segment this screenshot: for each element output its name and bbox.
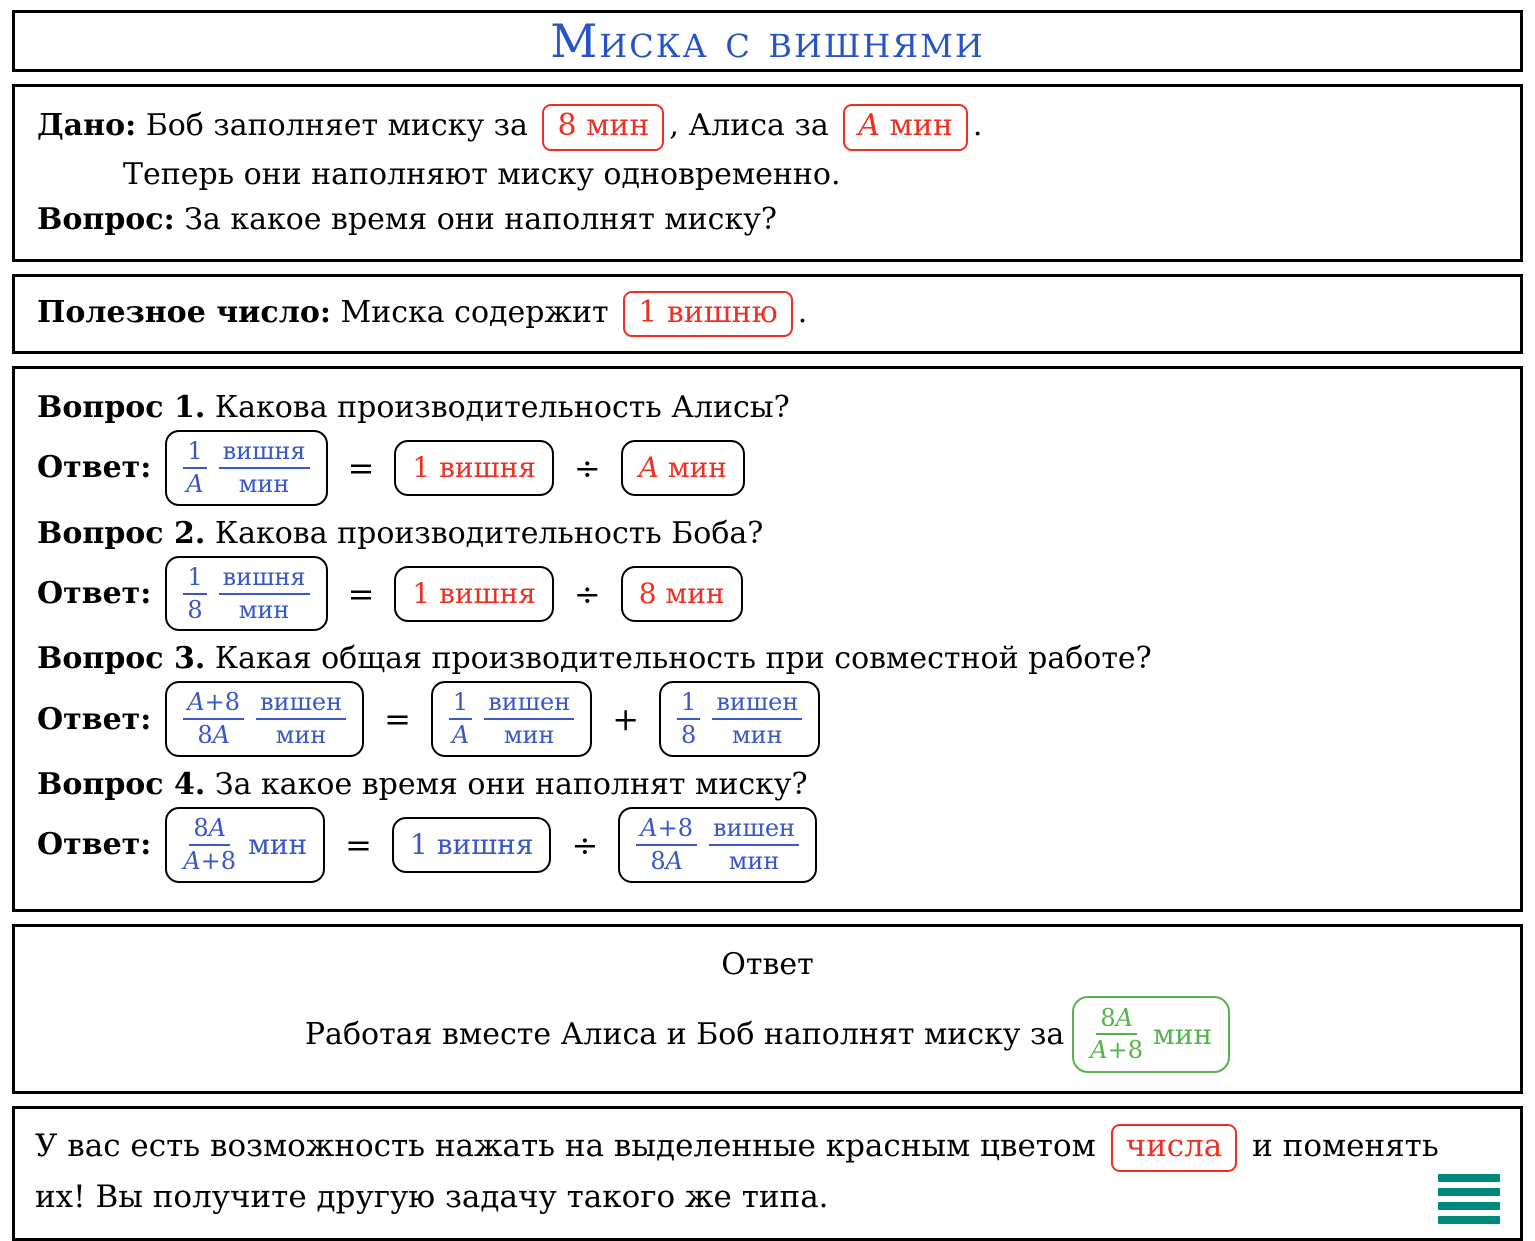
question-2: Вопрос 2. Какова производительность Боба… bbox=[37, 516, 1498, 551]
final-answer-chip: 8A A+8 мин bbox=[1072, 995, 1231, 1074]
question-1-text: Какова производительность Алисы? bbox=[214, 390, 790, 426]
q2-result-units: вишня мин bbox=[218, 563, 310, 625]
answer-3-label: Ответ: bbox=[37, 701, 152, 737]
given-panel: Дано: Боб заполняет миску за 8 мин, Алис… bbox=[12, 84, 1523, 262]
question-2-text: Какова производительность Боба? bbox=[214, 515, 764, 551]
useful-number-text: Миска содержит bbox=[340, 294, 609, 330]
help-line-1: У вас есть возможность нажать на выделен… bbox=[35, 1124, 1500, 1172]
answer-row-4: Ответ: 8A A+8 мин = 1 вишня ÷ A+8 8A виш… bbox=[37, 806, 1498, 883]
alice-minutes-chip[interactable]: A мин bbox=[843, 104, 968, 151]
menu-bar bbox=[1438, 1173, 1500, 1182]
q3-result-box: A+8 8A вишен мин bbox=[165, 681, 365, 757]
q2-dividend-value: 1 вишня bbox=[412, 577, 536, 611]
question-3-text: Какая общая производительность при совме… bbox=[214, 641, 1152, 677]
q4-divide-sign: ÷ bbox=[571, 825, 599, 864]
q3-result-fraction: A+8 8A bbox=[183, 688, 245, 750]
given-period: . bbox=[972, 108, 983, 143]
q4-result-box: 8A A+8 мин bbox=[165, 806, 326, 883]
help-panel: У вас есть возможность нажать на выделен… bbox=[12, 1106, 1523, 1241]
useful-number-line: Полезное число: Миска содержит 1 вишню. bbox=[37, 290, 1498, 338]
menu-bar bbox=[1438, 1201, 1500, 1210]
q4-divisor-fraction: A+8 8A bbox=[636, 814, 698, 876]
q4-result-fraction: 8A A+8 bbox=[183, 813, 237, 875]
q2-divisor-value: 8 мин bbox=[638, 577, 725, 611]
answer-4-label: Ответ: bbox=[37, 827, 152, 863]
page-title: Миска с вишнями bbox=[550, 14, 985, 68]
worksheet: Миска с вишнями Дано: Боб заполняет миск… bbox=[12, 10, 1523, 1241]
question-1: Вопрос 1. Какова производительность Алис… bbox=[37, 390, 1498, 425]
q4-divisor-units: вишен мин bbox=[709, 814, 800, 876]
answer-row-1: Ответ: 1 A вишня мин = 1 вишня ÷ A мин bbox=[37, 430, 1498, 506]
final-answer-panel: Ответ Работая вместе Алиса и Боб наполня… bbox=[12, 923, 1523, 1095]
questions-panel: Вопрос 1. Какова производительность Алис… bbox=[12, 366, 1523, 912]
given-question-label: Вопрос: bbox=[37, 202, 175, 238]
q2-dividend-box: 1 вишня bbox=[394, 565, 554, 622]
help-line-2: их! Вы получите другую задачу такого же … bbox=[35, 1178, 829, 1215]
bob-minutes-chip[interactable]: 8 мин bbox=[542, 104, 665, 151]
q2-result-box: 1 8 вишня мин bbox=[165, 555, 328, 632]
q3-term1-box: 1 A вишен мин bbox=[430, 681, 593, 757]
q2-divide-sign: ÷ bbox=[573, 574, 601, 613]
q4-dividend-value: 1 вишня bbox=[409, 828, 534, 862]
q4-equals-sign: = bbox=[345, 825, 372, 864]
q2-equals-sign: = bbox=[347, 574, 375, 613]
given-question-line: Вопрос: За какое время они наполнят миск… bbox=[37, 199, 1498, 242]
given-line-2: Теперь они наполняют миску одновременно. bbox=[123, 156, 841, 192]
final-answer-unit: мин bbox=[1153, 1017, 1213, 1051]
numbers-chip: числа bbox=[1110, 1124, 1238, 1172]
answer-1-label: Ответ: bbox=[37, 450, 152, 486]
q3-equals-sign: = bbox=[384, 700, 411, 739]
answer-2-label: Ответ: bbox=[37, 576, 152, 612]
final-answer-fraction: 8A A+8 bbox=[1090, 1003, 1144, 1065]
given-text-between: , Алиса за bbox=[669, 108, 829, 143]
q2-result-fraction: 1 8 bbox=[183, 563, 207, 625]
q1-equals-sign: = bbox=[347, 448, 375, 487]
question-4-label: Вопрос 4. bbox=[37, 766, 206, 802]
q3-plus-sign: + bbox=[612, 700, 640, 739]
q4-dividend-box: 1 вишня bbox=[391, 816, 552, 873]
q1-result-box: 1 A вишня мин bbox=[165, 430, 328, 506]
useful-number-label: Полезное число: bbox=[37, 294, 331, 330]
final-answer-header: Ответ bbox=[721, 946, 814, 982]
given-label: Дано: bbox=[37, 108, 137, 143]
help-text-1: У вас есть возможность нажать на выделен… bbox=[35, 1128, 1096, 1165]
q1-dividend-box: 1 вишня bbox=[394, 439, 554, 496]
answer-row-3: Ответ: A+8 8A вишен мин = 1 A вишен bbox=[37, 681, 1498, 757]
q3-term2-box: 1 8 вишен мин bbox=[659, 681, 821, 757]
question-3-label: Вопрос 3. bbox=[37, 641, 206, 677]
given-question-text: За какое время они наполнят миску? bbox=[184, 202, 777, 238]
question-2-label: Вопрос 2. bbox=[37, 515, 206, 551]
q4-divisor-box: A+8 8A вишен мин bbox=[618, 806, 818, 883]
q1-result-units: вишня мин bbox=[218, 437, 310, 499]
q3-term1-fraction: 1 A bbox=[448, 688, 473, 750]
menu-bar bbox=[1438, 1187, 1500, 1196]
given-text-before-bob: Боб заполняет миску за bbox=[145, 108, 528, 143]
given-line-1: Дано: Боб заполняет миску за 8 мин, Алис… bbox=[37, 104, 1498, 151]
q1-divisor-box: A мин bbox=[620, 439, 745, 496]
question-3: Вопрос 3. Какая общая производительность… bbox=[37, 641, 1498, 676]
q3-result-units: вишен мин bbox=[256, 688, 347, 750]
title-panel: Миска с вишнями bbox=[12, 10, 1523, 72]
q1-dividend-value: 1 вишня bbox=[412, 451, 536, 485]
q1-divisor-value: A мин bbox=[638, 451, 727, 485]
q1-result-fraction: 1 A bbox=[183, 437, 207, 499]
q1-divide-sign: ÷ bbox=[573, 448, 601, 487]
question-4: Вопрос 4. За какое время они наполнят ми… bbox=[37, 767, 1498, 802]
menu-bar bbox=[1438, 1215, 1500, 1224]
menu-icon[interactable] bbox=[1438, 1173, 1500, 1224]
useful-number-panel: Полезное число: Миска содержит 1 вишню. bbox=[12, 273, 1523, 355]
useful-period: . bbox=[797, 294, 808, 330]
q3-term2-units: вишен мин bbox=[712, 688, 803, 750]
cherry-count-chip[interactable]: 1 вишню bbox=[623, 290, 793, 338]
help-text-2: и поменять bbox=[1252, 1128, 1439, 1165]
final-answer-text: Работая вместе Алиса и Боб наполнят миск… bbox=[304, 1016, 1065, 1052]
final-answer-line: Работая вместе Алиса и Боб наполнят миск… bbox=[35, 995, 1500, 1074]
q2-divisor-box: 8 мин bbox=[620, 565, 743, 622]
q4-result-unit: мин bbox=[248, 828, 308, 862]
q3-term2-fraction: 1 8 bbox=[677, 688, 701, 750]
q3-term1-units: вишен мин bbox=[484, 688, 575, 750]
question-4-text: За какое время они наполнят миску? bbox=[214, 766, 808, 802]
answer-row-2: Ответ: 1 8 вишня мин = 1 вишня ÷ 8 мин bbox=[37, 555, 1498, 632]
question-1-label: Вопрос 1. bbox=[37, 390, 206, 426]
